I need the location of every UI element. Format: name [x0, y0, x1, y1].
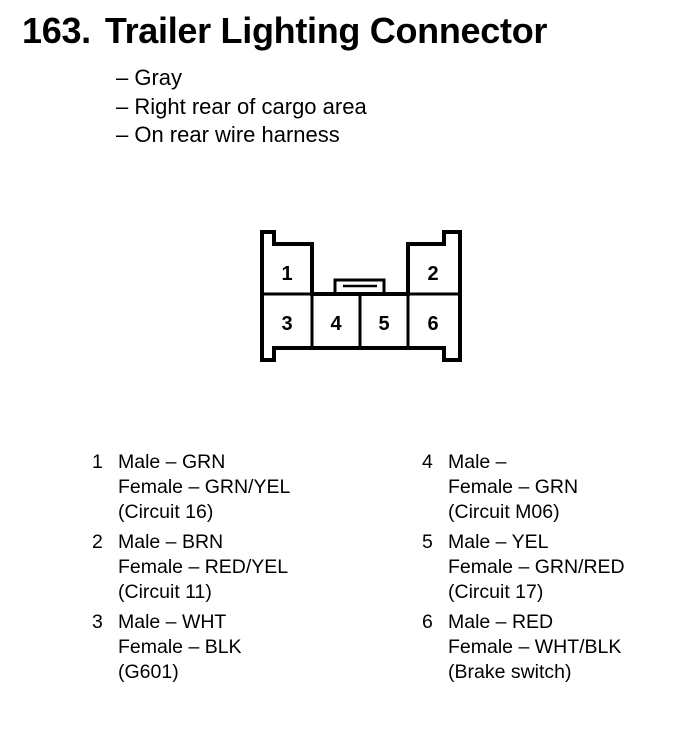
- pin-entry-6: 6 Male – RED Female – WHT/BLK (Brake swi…: [422, 610, 625, 685]
- pin-male: Male –: [448, 451, 507, 473]
- pin-female: Female – GRN/YEL: [118, 476, 291, 498]
- pin-label-5: 5: [378, 313, 389, 335]
- pin-number: 4: [422, 451, 433, 473]
- connector-details: – Gray – Right rear of cargo area – On r…: [116, 64, 367, 150]
- pin-female: Female – BLK: [118, 636, 242, 658]
- pin-male: Male – GRN: [118, 451, 226, 473]
- pin-circuit: (Circuit 17): [448, 581, 544, 603]
- pin-circuit: (Circuit M06): [448, 501, 560, 523]
- pin-number: 6: [422, 611, 433, 633]
- pin-number: 5: [422, 531, 433, 553]
- title-number: 163.: [22, 10, 91, 51]
- detail-color: – Gray: [116, 65, 183, 90]
- detail-harness: – On rear wire harness: [116, 122, 340, 147]
- pin-male: Male – YEL: [448, 531, 549, 553]
- pin-label-6: 6: [427, 313, 438, 335]
- pin-female: Female – GRN/RED: [448, 556, 625, 578]
- pin-label-3: 3: [281, 313, 292, 335]
- locking-tab: [333, 278, 386, 294]
- pin-entry-5: 5 Male – YEL Female – GRN/RED (Circuit 1…: [422, 530, 625, 605]
- pin-label-1: 1: [281, 263, 292, 285]
- pin-label-2: 2: [427, 263, 438, 285]
- pin-circuit: (Circuit 11): [118, 581, 212, 603]
- pin-number: 1: [92, 451, 103, 473]
- pinout-column-right: 4 Male – Female – GRN (Circuit M06) 5 Ma…: [422, 450, 625, 690]
- pin-number: 2: [92, 531, 103, 553]
- connector-housing-outline: [260, 230, 462, 362]
- pin-circuit: (Circuit 16): [118, 501, 214, 523]
- pin-entry-1: 1 Male – GRN Female – GRN/YEL (Circuit 1…: [92, 450, 290, 525]
- pin-circuit: (Brake switch): [448, 661, 572, 683]
- detail-location: – Right rear of cargo area: [116, 93, 367, 119]
- pinout-column-left: 1 Male – GRN Female – GRN/YEL (Circuit 1…: [92, 450, 290, 690]
- pin-entry-2: 2 Male – BRN Female – RED/YEL (Circuit 1…: [92, 530, 290, 605]
- pin-entry-4: 4 Male – Female – GRN (Circuit M06): [422, 450, 625, 525]
- pin-female: Female – RED/YEL: [118, 556, 289, 578]
- pin-male: Male – WHT: [118, 611, 227, 633]
- pin-male: Male – RED: [448, 611, 554, 633]
- pin-entry-3: 3 Male – WHT Female – BLK (G601): [92, 610, 290, 685]
- pin-female: Female – WHT/BLK: [448, 636, 622, 658]
- pin-number: 3: [92, 611, 103, 633]
- pin-circuit: (G601): [118, 661, 179, 683]
- pin-label-4: 4: [330, 313, 342, 335]
- pin-female: Female – GRN: [448, 476, 579, 498]
- page-title: 163. Trailer Lighting Connector: [22, 10, 547, 52]
- pin-male: Male – BRN: [118, 531, 224, 553]
- title-text: Trailer Lighting Connector: [104, 10, 548, 51]
